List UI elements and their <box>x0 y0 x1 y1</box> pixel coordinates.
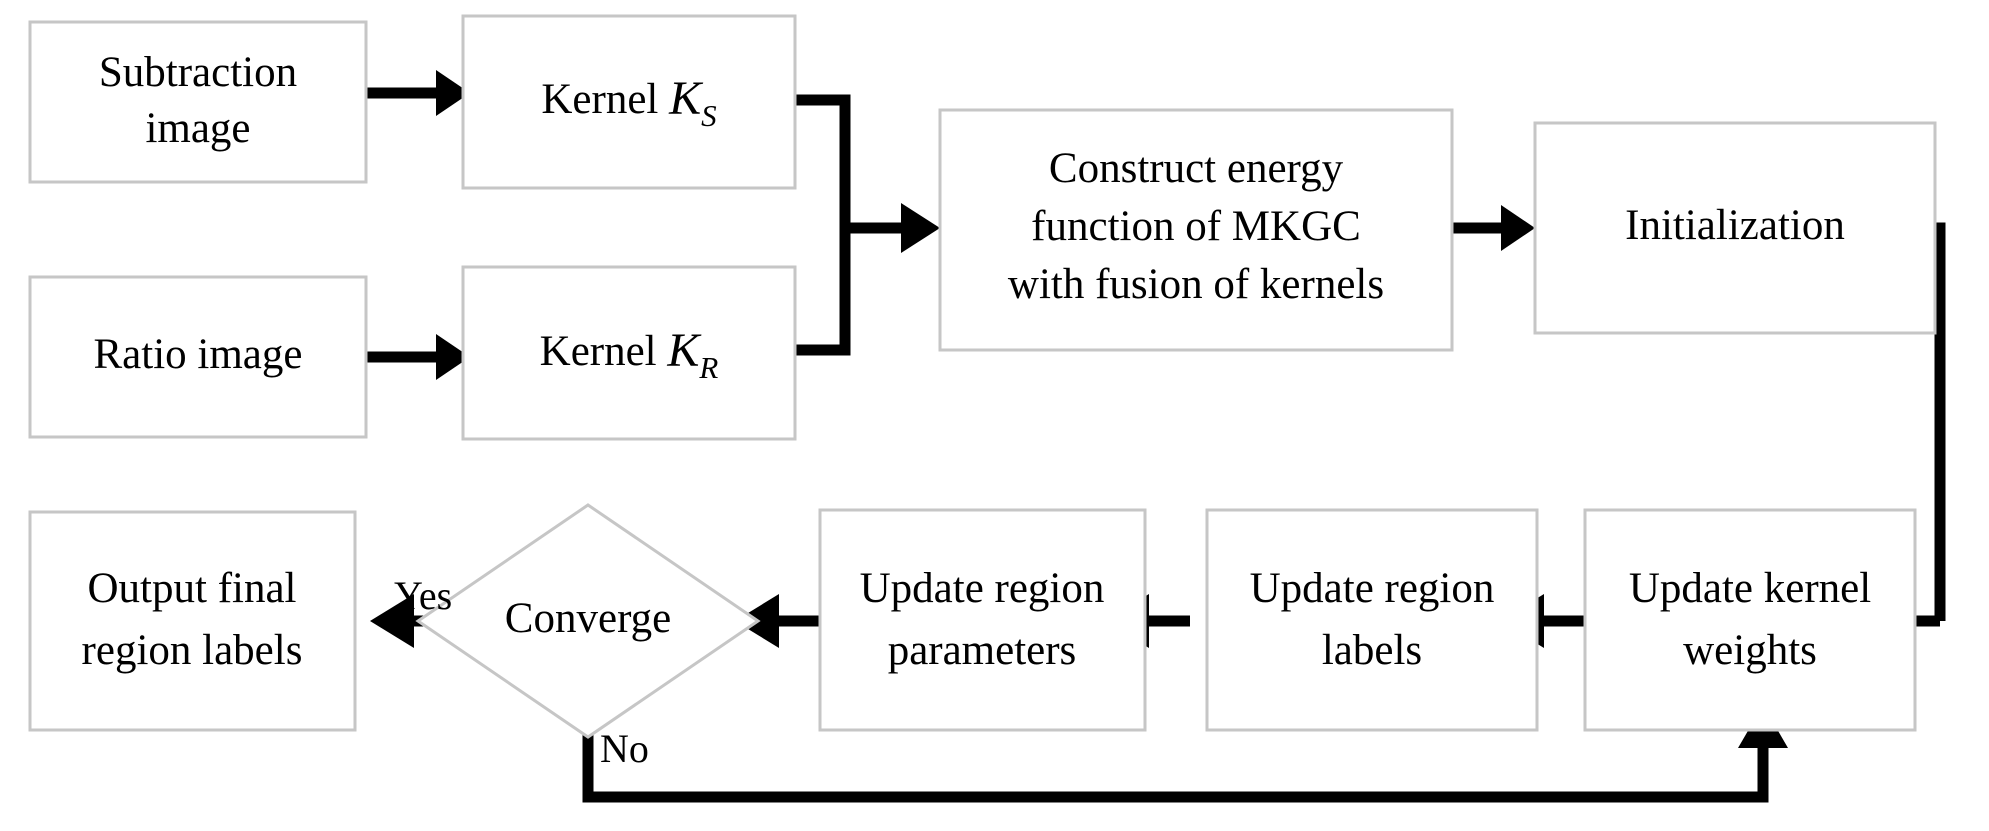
node-kernel-ks-symbol: K <box>668 72 704 125</box>
node-subtraction-image-label-line1: Subtraction <box>99 49 297 96</box>
edge-ratio-to-kernel-kr <box>366 334 470 380</box>
node-output-final-region-labels-box[interactable] <box>28 510 357 732</box>
edge-construct-to-initialization <box>1452 205 1535 251</box>
node-update-region-parameters-box[interactable] <box>818 508 1147 732</box>
node-update-region-parameters-label-line1: Update region <box>860 565 1105 612</box>
node-ratio-image-label: Ratio image <box>94 331 303 378</box>
edge-label-no: No <box>600 726 649 771</box>
node-update-kernel-weights[interactable]: Update kernel weights <box>1583 508 1917 732</box>
node-converge-decision-shape[interactable] <box>415 503 761 739</box>
node-kernel-ks-subscript: S <box>701 98 717 133</box>
node-update-kernel-weights-label-line2: weights <box>1683 627 1817 674</box>
node-update-region-parameters[interactable]: Update region parameters <box>818 508 1147 732</box>
edge-kernels-merge-to-construct <box>795 94 940 356</box>
node-update-region-labels-label-line2: labels <box>1322 627 1422 674</box>
node-update-region-labels-label-line1: Update region <box>1250 565 1495 612</box>
node-output-final-region-labels-label-line1: Output final <box>88 565 297 612</box>
edge-subtraction-to-kernel-ks <box>366 70 470 116</box>
node-initialization-box[interactable] <box>1533 121 1937 335</box>
node-update-kernel-weights-box[interactable] <box>1583 508 1917 732</box>
arrowhead-icon <box>436 334 470 380</box>
node-kernel-kr-box[interactable] <box>461 265 797 441</box>
arrowhead-icon <box>370 594 414 648</box>
node-update-region-labels[interactable]: Update region labels <box>1205 508 1539 732</box>
node-kernel-kr-prefix: Kernel <box>540 328 668 375</box>
node-construct-energy-function-label-line2: function of MKGC <box>1031 203 1361 250</box>
arrowhead-icon <box>901 203 940 253</box>
arrowhead-icon <box>1501 205 1535 251</box>
node-subtraction-image-label-line2: image <box>145 105 250 152</box>
node-kernel-ks-prefix: Kernel <box>541 76 669 123</box>
arrowhead-icon <box>436 70 470 116</box>
node-initialization[interactable]: Initialization <box>1533 121 1937 335</box>
node-construct-energy-function[interactable]: Construct energy function of MKGC with f… <box>938 108 1454 352</box>
node-ratio-image-box[interactable] <box>28 275 368 439</box>
node-update-region-parameters-label-line2: parameters <box>888 627 1077 674</box>
node-update-kernel-weights-label-line1: Update kernel <box>1629 565 1871 612</box>
node-ratio-image[interactable]: Ratio image <box>28 275 368 439</box>
node-kernel-kr[interactable]: Kernel KR <box>461 265 797 441</box>
node-output-final-region-labels-label-line2: region labels <box>82 627 303 674</box>
node-kernel-ks-label: Kernel KS <box>541 72 716 133</box>
node-converge-decision[interactable]: Converge <box>415 503 761 739</box>
node-kernel-ks[interactable]: Kernel KS <box>461 14 797 190</box>
node-kernel-kr-subscript: R <box>698 350 718 385</box>
edge-label-yes: Yes <box>394 573 452 618</box>
node-subtraction-image[interactable]: Subtraction image <box>28 20 368 184</box>
node-converge-decision-label: Converge <box>505 595 671 642</box>
node-subtraction-image-box[interactable] <box>28 20 368 184</box>
node-kernel-ks-box[interactable] <box>461 14 797 190</box>
node-construct-energy-function-label-line1: Construct energy <box>1049 145 1344 192</box>
node-update-region-labels-box[interactable] <box>1205 508 1539 732</box>
node-initialization-label: Initialization <box>1625 202 1845 249</box>
node-kernel-kr-label: Kernel KR <box>540 324 719 385</box>
node-kernel-kr-symbol: K <box>666 324 702 377</box>
node-output-final-region-labels[interactable]: Output final region labels <box>28 510 357 732</box>
node-construct-energy-function-label-line3: with fusion of kernels <box>1008 261 1384 308</box>
node-construct-energy-function-box[interactable] <box>938 108 1454 352</box>
